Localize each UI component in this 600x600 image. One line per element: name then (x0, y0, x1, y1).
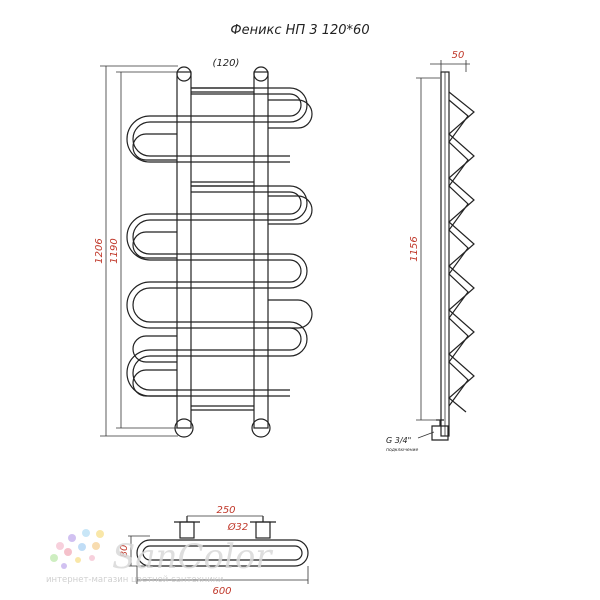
logo-dot (50, 554, 58, 562)
logo-dot (96, 530, 104, 538)
left-post (176, 71, 192, 429)
pipe-diameter-label: Ø32 (227, 521, 249, 533)
logo-dot (68, 534, 76, 542)
bottom-right-cap (251, 418, 271, 438)
height-inner-label: 1190 (109, 238, 120, 263)
left-fitting (179, 521, 195, 539)
serpentine-pipe-outer (132, 87, 308, 391)
connection-label: G 3/4" (386, 436, 411, 445)
serpentine-pipe-extra (268, 99, 313, 329)
side-zigzag-pipes (448, 91, 475, 413)
side-zigzag-pipes-2 (448, 99, 469, 407)
right-valve-icon (250, 516, 276, 523)
right-post (253, 71, 269, 429)
top-width-label: 600 (212, 586, 231, 597)
top-center-width-label: 250 (216, 505, 235, 516)
valve-leader (417, 431, 435, 439)
logo-dot (78, 543, 86, 551)
logo-dot (92, 542, 100, 550)
logo-dot (61, 563, 67, 569)
side-depth-label: 50 (452, 50, 465, 61)
connection-note: подключение (386, 448, 418, 453)
watermark-brand: SanColor (112, 537, 273, 577)
top-loop-outer (136, 539, 309, 567)
top-depth-label: 80 (119, 545, 130, 558)
top-view: 250 Ø32 80 600 (119, 505, 309, 597)
side-view: G 3/4" подключение 50 1156 (386, 50, 475, 453)
logo-dot (82, 529, 90, 537)
top-left-cap (176, 66, 192, 82)
top-loop-inner (142, 545, 303, 561)
drawing-title: Феникс НП 3 120*60 (230, 23, 369, 38)
front-view: (120) 1206 1190 (94, 58, 313, 438)
left-valve-icon (174, 516, 200, 523)
serpentine-pipe-inner (126, 93, 302, 397)
logo-dot (64, 548, 72, 556)
logo-dot (89, 555, 95, 561)
logo-dot (75, 557, 81, 563)
watermark-subtitle: интернет-магазин цветной сантехники (46, 575, 223, 585)
logo-dot (56, 542, 64, 550)
valve-icon (431, 419, 449, 441)
watermark-logo: SanColor интернет-магазин цветной сантех… (46, 529, 273, 585)
right-fitting (255, 521, 271, 539)
height-total-label: 1206 (94, 238, 105, 263)
side-height-label: 1156 (409, 236, 420, 261)
top-right-cap (253, 66, 269, 82)
serpentine-pipe-extra (132, 133, 177, 397)
center-distance-label: (120) (213, 58, 240, 69)
